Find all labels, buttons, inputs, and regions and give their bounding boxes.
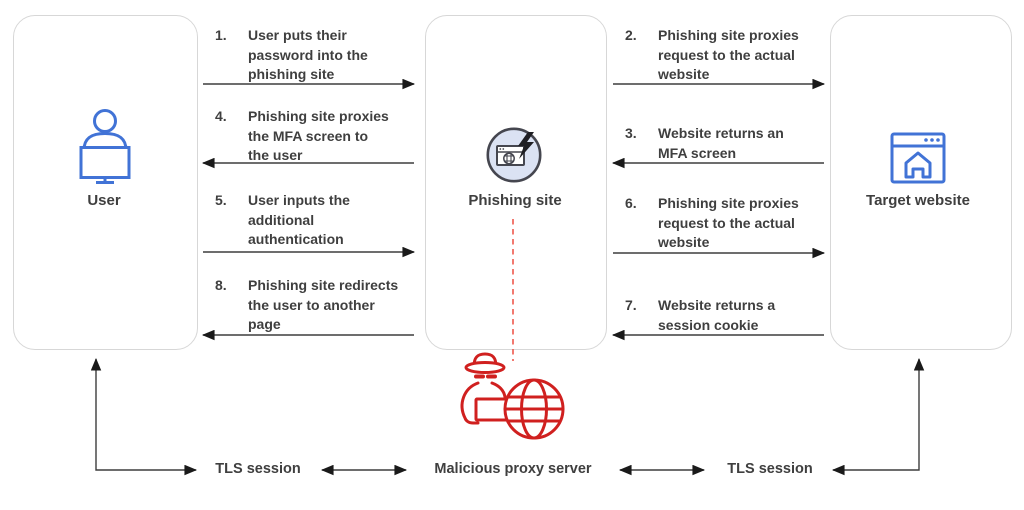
tls-session-left-label: TLS session — [215, 461, 301, 477]
step-6-annotation: 6. Phishing site proxies request to the … — [625, 194, 835, 253]
step-4-text: Phishing site proxies the MFA screen to … — [248, 108, 389, 163]
step-7-text: Website returns a session cookie — [658, 297, 776, 333]
step-3-number: 3. — [625, 125, 637, 141]
step-3-annotation: 3. Website returns an MFA screen — [625, 124, 835, 163]
tls-session-right-label: TLS session — [727, 461, 813, 477]
spy-globe-icon — [460, 352, 565, 440]
browser-home-icon — [890, 132, 946, 184]
step-8-annotation: 8. Phishing site redirects the user to a… — [215, 276, 425, 335]
step-7-number: 7. — [625, 297, 637, 313]
user-monitor-icon — [79, 109, 131, 184]
step-1-text: User puts their password into the phishi… — [248, 27, 368, 82]
target-website-label: Target website — [866, 192, 970, 209]
step-5-number: 5. — [215, 192, 227, 208]
step-3-text: Website returns an MFA screen — [658, 125, 784, 161]
step-2-text: Phishing site proxies request to the act… — [658, 27, 799, 82]
tls-connector-target — [831, 357, 925, 476]
step-7-annotation: 7. Website returns a session cookie — [625, 296, 835, 335]
step-8-number: 8. — [215, 277, 227, 293]
step-1-annotation: 1. User puts their password into the phi… — [215, 26, 415, 85]
step-4-annotation: 4. Phishing site proxies the MFA screen … — [215, 107, 415, 166]
step-6-number: 6. — [625, 195, 637, 211]
phishing-browser-bolt-icon — [486, 127, 542, 183]
step-8-text: Phishing site redirects the user to anot… — [248, 277, 399, 332]
tls-connector-user — [90, 357, 198, 476]
phishing-site-box — [425, 15, 607, 350]
user-label: User — [87, 192, 121, 209]
step-4-number: 4. — [215, 108, 227, 124]
phishing-site-label: Phishing site — [468, 192, 562, 209]
step-5-annotation: 5. User inputs the additional authentica… — [215, 191, 415, 250]
step-2-annotation: 2. Phishing site proxies request to the … — [625, 26, 835, 85]
step-5-text: User inputs the additional authenticatio… — [248, 192, 350, 247]
step-2-number: 2. — [625, 27, 637, 43]
step-6-text: Phishing site proxies request to the act… — [658, 195, 799, 250]
malicious-proxy-label: Malicious proxy server — [434, 461, 592, 477]
step-1-number: 1. — [215, 27, 227, 43]
